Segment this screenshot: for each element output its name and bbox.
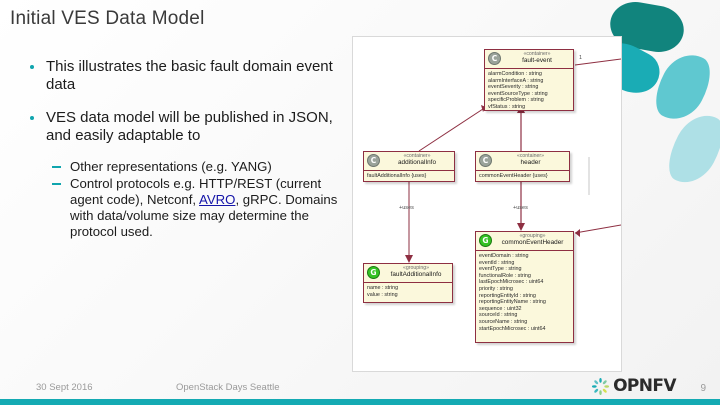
sub-bullet-text: Other representations (e.g. YANG): [70, 159, 272, 175]
uml-attribute: eventType : string: [479, 266, 522, 273]
uml-attribute-list: commonEventHeader {uses}: [476, 171, 569, 182]
uml-class-fault-event[interactable]: C «container» fault-event alarmCondition…: [484, 49, 574, 111]
footer-event: OpenStack Days Seattle: [176, 382, 280, 393]
uml-class-titles: «grouping» commonEventHeader: [495, 233, 570, 246]
bullet-dash-icon: [52, 166, 61, 169]
uml-attribute: value : string: [367, 291, 398, 298]
uml-class-common-event-header[interactable]: G «grouping» commonEventHeader eventDoma…: [475, 231, 574, 343]
class-badge-icon: C: [479, 154, 492, 167]
footer-accent-bar: [0, 399, 720, 405]
uml-class-header: C «container» additionalInfo: [364, 152, 454, 171]
uml-attribute: commonEventHeader {uses}: [479, 173, 548, 179]
uml-attribute-list: alarmCondition : string alarmInterfaceA …: [485, 69, 573, 113]
bullet-text: VES data model will be published in JSON…: [46, 108, 333, 144]
uml-class-header-container[interactable]: C «container» header commonEventHeader {…: [475, 151, 570, 182]
sub-bullet-item: Other representations (e.g. YANG): [48, 159, 352, 175]
uml-class-fault-additional-info[interactable]: G «grouping» faultAdditionalInfo name : …: [363, 263, 453, 303]
uml-class-header: C «container» header: [476, 152, 569, 171]
footer-date: 30 Sept 2016: [36, 382, 93, 393]
uml-class-name: header: [520, 158, 541, 166]
sub-bullet-text-part: , gRPC. Domains with data/volume size ma…: [70, 191, 338, 239]
uml-stereotype: «grouping»: [403, 265, 429, 272]
uml-attribute: reportingEntityName : string: [479, 299, 546, 306]
grouping-badge-icon: G: [479, 234, 492, 247]
bullet-dot-icon: [30, 115, 34, 120]
uml-class-additional-info[interactable]: C «container» additionalInfo faultAdditi…: [363, 151, 455, 182]
uml-attribute: specificProblem : string: [488, 97, 544, 104]
uml-class-titles: «grouping» faultAdditionalInfo: [383, 265, 449, 278]
uml-attribute: faultAdditionalInfo {uses}: [367, 173, 427, 179]
uml-attribute: eventSeverity : string: [488, 84, 539, 91]
page-number: 9: [700, 383, 706, 394]
uml-class-header: C «container» fault-event: [485, 50, 573, 69]
class-badge-icon: C: [367, 154, 380, 167]
uml-class-diagram: C «container» fault-event alarmCondition…: [352, 36, 622, 372]
uml-attribute: eventId : string: [479, 259, 515, 266]
uml-attribute-list: faultAdditionalInfo {uses}: [364, 171, 454, 182]
uml-class-titles: «container» header: [495, 153, 566, 166]
grouping-badge-icon: G: [367, 266, 380, 279]
uml-class-header: G «grouping» commonEventHeader: [476, 232, 573, 251]
multiplicity-label-uses-right: +uses: [513, 205, 528, 211]
uml-attribute: sequence : uint32: [479, 305, 522, 312]
uml-attribute: priority : string: [479, 285, 513, 292]
opnfv-wordmark: OPNFV: [613, 376, 677, 396]
uml-attribute: alarmInterfaceA : string: [488, 77, 544, 84]
sub-bullet-item: Control protocols e.g. HTTP/REST (curren…: [48, 176, 352, 239]
sub-bullet-text-part: Control protocols e.g. HTTP/REST (curren…: [70, 176, 322, 207]
multiplicity-label-one: 1: [579, 55, 583, 61]
uml-class-name: additionalInfo: [397, 158, 437, 166]
slide-body: This illustrates the basic fault domain …: [22, 58, 352, 240]
bullet-dot-icon: [30, 65, 34, 69]
bullet-dash-icon: [52, 183, 61, 186]
uml-class-titles: «container» fault-event: [504, 51, 570, 64]
sub-bullet-list: Other representations (e.g. YANG) Contro…: [22, 159, 352, 239]
opnfv-logo: OPNFV: [591, 376, 677, 396]
uml-stereotype: «container»: [403, 153, 431, 160]
uml-attribute: reportingEntityId : string: [479, 292, 536, 299]
uml-attribute: vfStatus : string: [488, 103, 526, 110]
leaf-decoration-icon: [659, 106, 720, 192]
uml-attribute: name : string: [367, 285, 399, 291]
bullet-item: This illustrates the basic fault domain …: [22, 58, 352, 95]
uml-attribute-list: name : string value : string: [364, 283, 452, 300]
page-title: Initial VES Data Model: [10, 8, 205, 29]
uml-attribute: sourceId : string: [479, 312, 518, 319]
uml-attribute: alarmCondition : string: [488, 71, 542, 77]
uml-attribute: startEpochMicrosec : uint64: [479, 325, 546, 332]
class-badge-icon: C: [488, 52, 501, 65]
uml-attribute: lastEpochMicrosec : uint64: [479, 279, 544, 286]
opnfv-mark-icon: [592, 377, 610, 395]
multiplicity-label-uses-left: +uses: [399, 205, 414, 211]
uml-class-name: commonEventHeader: [501, 238, 564, 246]
uml-class-header: G «grouping» faultAdditionalInfo: [364, 264, 452, 283]
uml-attribute: sourceName : string: [479, 318, 528, 325]
uml-stereotype: «container»: [523, 51, 551, 58]
avro-link[interactable]: AVRO: [199, 191, 236, 207]
uml-stereotype: «grouping»: [519, 233, 546, 240]
uml-class-name: fault-event: [522, 56, 552, 64]
uml-attribute-list: eventDomain : string eventId : string ev…: [476, 251, 573, 334]
uml-stereotype: «container»: [516, 153, 545, 160]
bullet-text: This illustrates the basic fault domain …: [46, 58, 333, 94]
uml-attribute: eventSourceType : string: [488, 90, 548, 97]
uml-class-titles: «container» additionalInfo: [383, 153, 451, 166]
uml-class-name: faultAdditionalInfo: [390, 270, 442, 278]
uml-attribute: eventDomain : string: [479, 253, 529, 259]
bullet-item: VES data model will be published in JSON…: [22, 109, 352, 146]
uml-attribute: functionalRole : string: [479, 272, 531, 279]
